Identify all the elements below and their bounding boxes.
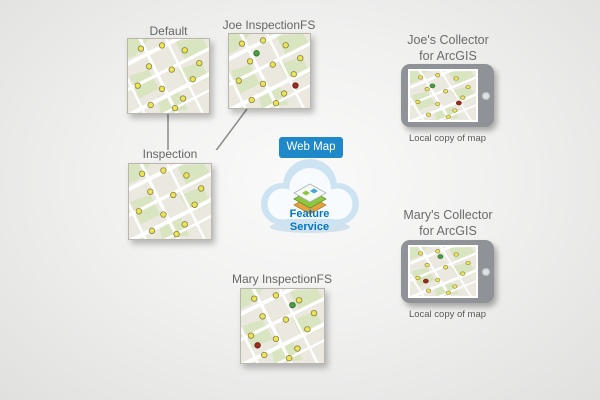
mary-tablet-screen: [408, 245, 478, 298]
inspection-map-illustration: [129, 164, 211, 239]
edited-marker-green: [437, 254, 444, 259]
joe-device-caption: Local copy of map: [408, 133, 487, 144]
mary-tablet: [401, 240, 494, 303]
edited-marker-green: [289, 301, 296, 309]
mary-device-caption: Local copy of map: [408, 309, 487, 320]
mary-tablet-map-illustration: [410, 247, 476, 296]
web-map-cloud: [252, 146, 367, 246]
web-map-badge: Web Map: [279, 137, 343, 158]
edited-marker-red: [456, 100, 462, 106]
feature-service-icon: [293, 183, 327, 215]
feature-service-label-text: Feature Service: [289, 208, 330, 234]
tablet-home-button: [482, 91, 490, 100]
inspection-map-thumbnail: [128, 163, 212, 240]
connector-joefs-inspection: [215, 108, 248, 150]
joe-tablet-map-illustration: [410, 71, 476, 120]
joe-fs-map-label: Joe InspectionFS: [222, 18, 316, 32]
inspection-map-label: Inspection: [142, 147, 198, 161]
edited-marker-red: [423, 278, 429, 284]
edited-marker-green: [429, 83, 436, 89]
default-map-label: Default: [149, 24, 188, 38]
joe-tablet-screen: [408, 69, 478, 122]
edited-marker-red: [292, 82, 299, 89]
edited-marker-red: [254, 342, 261, 349]
joe-tablet: [401, 64, 494, 127]
connector-lines: [167, 108, 248, 150]
edited-marker-green: [253, 50, 260, 57]
default-map-illustration: [128, 39, 209, 113]
joe-fs-map-illustration: [229, 34, 310, 108]
tablet-home-button: [482, 267, 490, 276]
mary-device-title: Mary's Collector for ArcGIS: [403, 208, 493, 239]
cloud-illustration: [261, 159, 359, 233]
joe-fs-map-thumbnail: [228, 33, 311, 109]
default-map-thumbnail: [127, 38, 210, 114]
mary-fs-map-thumbnail: [240, 288, 325, 364]
joe-device-title: Joe's Collector for ArcGIS: [407, 33, 489, 64]
mary-fs-map-illustration: [241, 289, 324, 363]
mary-fs-map-label: Mary InspectionFS: [231, 272, 333, 286]
feature-service-label: Feature Service: [252, 208, 367, 234]
